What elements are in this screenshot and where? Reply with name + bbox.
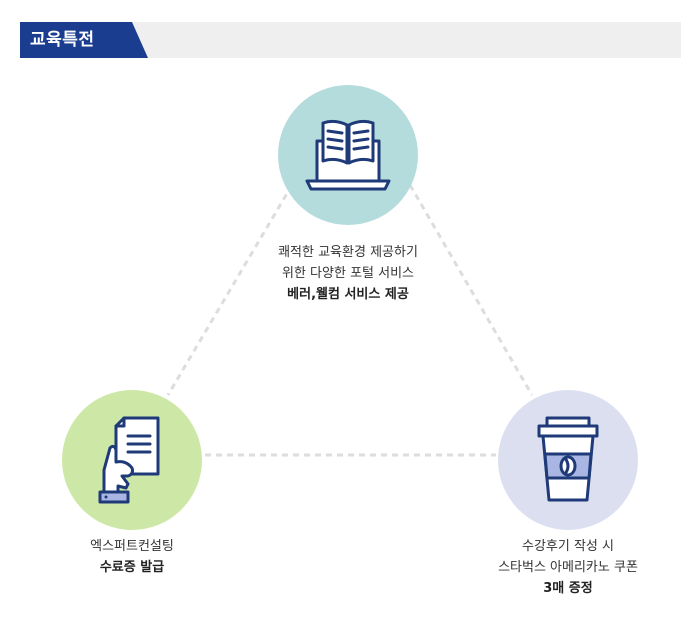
connector-top-left bbox=[166, 184, 294, 396]
section-title: 교육특전 bbox=[30, 30, 95, 50]
benefit-left-caption: 엑스퍼트컨설팅 수료증 발급 bbox=[2, 536, 262, 578]
benefit-top-line1: 쾌적한 교육환경 제공하기 bbox=[278, 245, 418, 260]
benefit-left-circle bbox=[62, 390, 202, 530]
coffee-cup-icon bbox=[537, 416, 599, 502]
benefit-right-line1: 수강후기 작성 시 bbox=[522, 539, 614, 554]
benefit-top-highlight: 베러,웰컴 서비스 제공 bbox=[287, 287, 409, 302]
benefit-top-circle bbox=[278, 85, 418, 225]
laptop-book-icon bbox=[305, 119, 391, 191]
benefit-left-highlight: 수료증 발급 bbox=[99, 560, 165, 575]
hand-document-icon bbox=[98, 416, 160, 504]
benefit-right-highlight: 3매 증정 bbox=[543, 581, 593, 596]
benefit-right-circle bbox=[498, 390, 638, 530]
benefit-top-caption: 쾌적한 교육환경 제공하기 위한 다양한 포털 서비스 베러,웰컴 서비스 제공 bbox=[218, 242, 478, 305]
section-header-tab bbox=[20, 22, 148, 58]
benefit-right-caption: 수강후기 작성 시 스타벅스 아메리카노 쿠폰 3매 증정 bbox=[438, 536, 698, 599]
connector-top-right bbox=[408, 184, 534, 396]
benefit-right-line2: 스타벅스 아메리카노 쿠폰 bbox=[498, 560, 638, 575]
benefit-left-line1: 엑스퍼트컨설팅 bbox=[90, 539, 174, 554]
benefit-top-line2: 위한 다양한 포털 서비스 bbox=[282, 266, 414, 281]
